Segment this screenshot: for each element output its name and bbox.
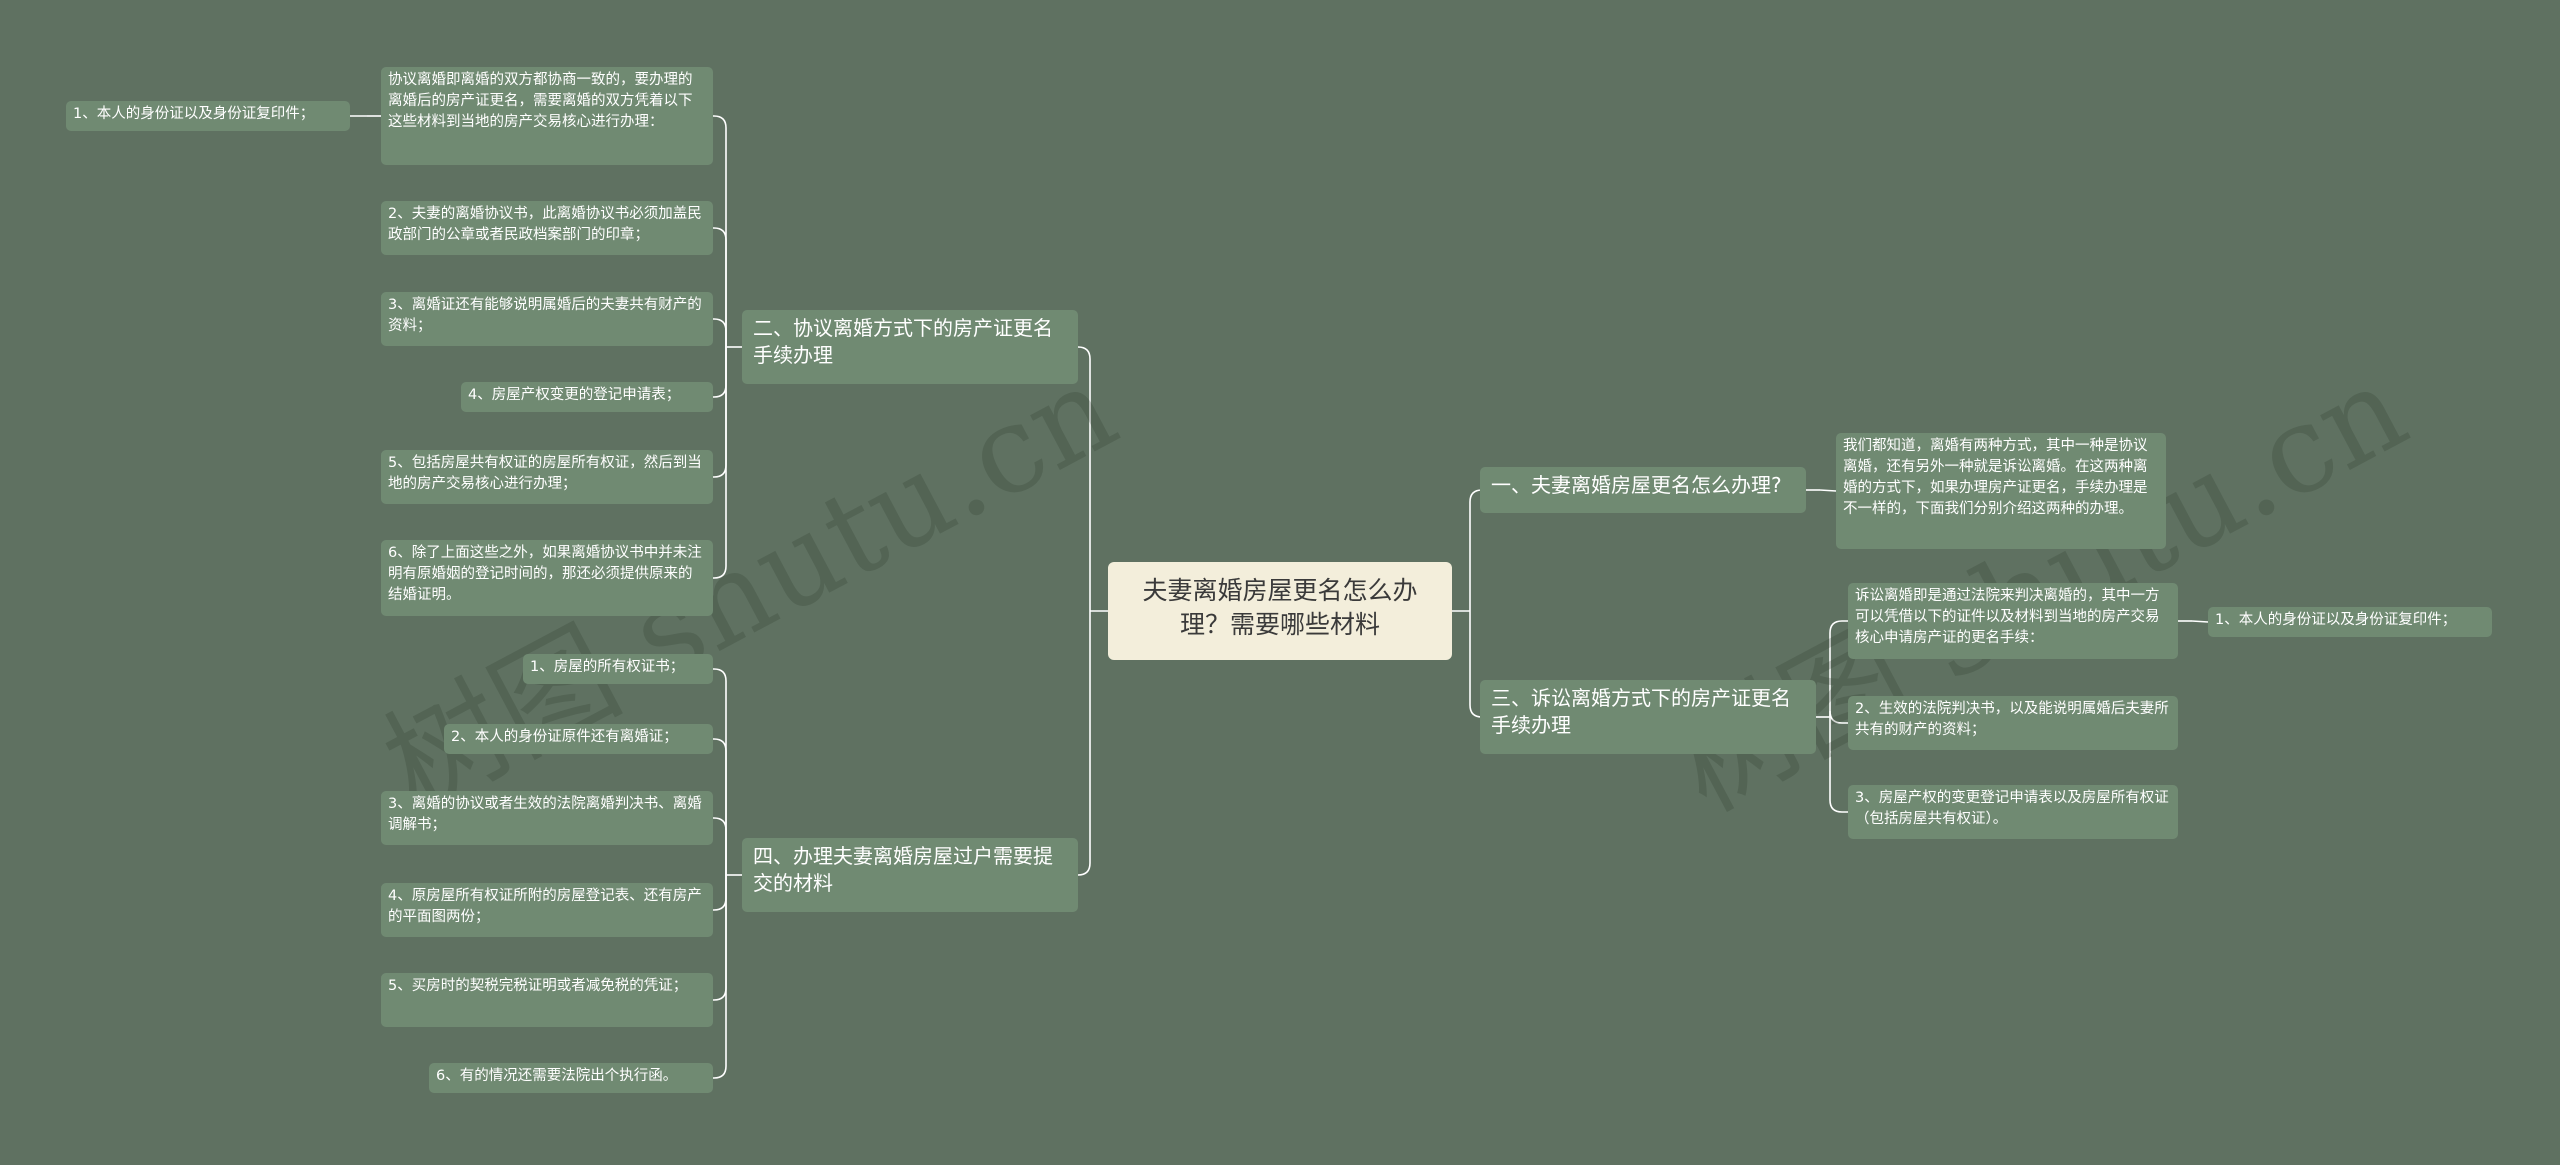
b2-link (713, 115, 727, 347)
litigation-item-2[interactable]: 2、生效的法院判决书，以及能说明属婚后夫妻所共有的财产的资料； (1848, 696, 2178, 750)
litigation-item-1[interactable]: 1、本人的身份证以及身份证复印件； (2208, 607, 2492, 637)
b1-link (1819, 489, 1837, 492)
branch-how-to-rename[interactable]: 一、夫妻离婚房屋更名怎么办理? (1480, 467, 1806, 513)
b4-link (713, 875, 727, 911)
b4-link (713, 668, 727, 875)
agreement-item-3[interactable]: 3、离婚证还有能够说明属婚后的夫妻共有财产的资料； (381, 292, 713, 346)
branch-transfer-materials[interactable]: 四、办理夫妻离婚房屋过户需要提交的材料 (742, 838, 1078, 912)
b3-link (1829, 620, 1848, 717)
transfer-item-6[interactable]: 6、有的情况还需要法院出个执行函。 (429, 1063, 713, 1093)
b2-link (713, 347, 727, 398)
transfer-item-2[interactable]: 2、本人的身份证原件还有离婚证； (444, 724, 713, 754)
root-left-link (1077, 346, 1091, 611)
b3-link (1829, 710, 1848, 724)
branch-agreement-divorce[interactable]: 二、协议离婚方式下的房产证更名手续办理 (742, 310, 1078, 384)
transfer-item-3[interactable]: 3、离婚的协议或者生效的法院离婚判决书、离婚调解书； (381, 791, 713, 845)
litigation-item-3[interactable]: 3、房屋产权的变更登记申请表以及房屋所有权证（包括房屋共有权证）。 (1848, 785, 2178, 839)
b2-link (713, 347, 727, 478)
transfer-item-4[interactable]: 4、原房屋所有权证所附的房屋登记表、还有房产的平面图两份； (381, 883, 713, 937)
root-topic[interactable]: 夫妻离婚房屋更名怎么办理？需要哪些材料 (1108, 562, 1452, 660)
b4-link (713, 875, 727, 1079)
root-left-link (1077, 611, 1091, 876)
branch-litigation-divorce[interactable]: 三、诉讼离婚方式下的房产证更名手续办理 (1480, 680, 1816, 754)
transfer-item-5[interactable]: 5、买房时的契税完税证明或者减免税的凭证； (381, 973, 713, 1027)
b3i0-link (2191, 620, 2209, 623)
agreement-item-2[interactable]: 2、夫妻的离婚协议书，此离婚协议书必须加盖民政部门的公章或者民政档案部门的印章； (381, 201, 713, 255)
litigation-intro[interactable]: 诉讼离婚即是通过法院来判决离婚的，其中一方可以凭借以下的证件以及材料到当地的房产… (1848, 583, 2178, 659)
b4-link (713, 875, 727, 1001)
agreement-intro[interactable]: 协议离婚即离婚的双方都协商一致的，要办理的离婚后的房产证更名，需要离婚的双方凭着… (381, 67, 713, 165)
agreement-item-1[interactable]: 1、本人的身份证以及身份证复印件； (66, 101, 350, 131)
agreement-item-5[interactable]: 5、包括房屋共有权证的房屋所有权证，然后到当地的房产交易核心进行办理； (381, 450, 713, 504)
b2-link (713, 347, 727, 579)
b3-link (1829, 717, 1848, 813)
b2-link (713, 318, 727, 347)
agreement-item-6[interactable]: 6、除了上面这些之外，如果离婚协议书中并未注明有原婚姻的登记时间的，那还必须提供… (381, 540, 713, 616)
branch-how-to-rename-detail[interactable]: 我们都知道，离婚有两种方式，其中一种是协议离婚，还有另外一种就是诉讼离婚。在这两… (1836, 433, 2166, 549)
agreement-item-4[interactable]: 4、房屋产权变更的登记申请表； (461, 382, 713, 412)
b4-link (713, 738, 727, 875)
b2-link (713, 227, 727, 347)
b4-link (713, 817, 727, 875)
transfer-item-1[interactable]: 1、房屋的所有权证书； (523, 654, 713, 684)
